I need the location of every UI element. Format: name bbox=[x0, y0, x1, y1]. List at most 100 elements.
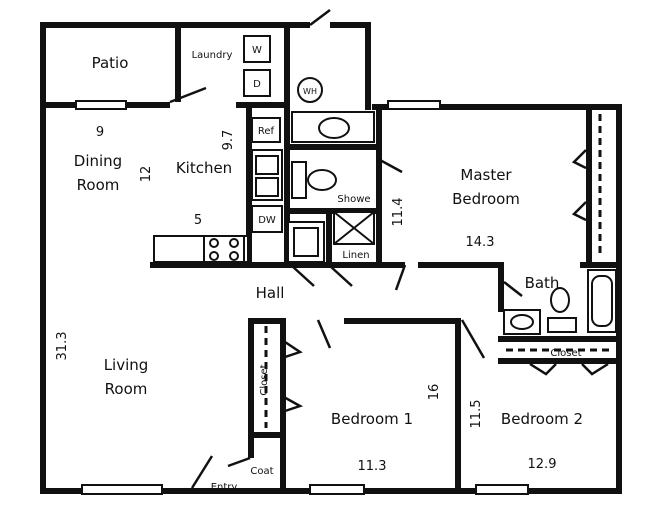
laundry-south-wall bbox=[236, 102, 288, 108]
coat-closet-west-wall bbox=[248, 318, 254, 458]
toilet-tank bbox=[291, 161, 307, 199]
dining-width-dim: 9 bbox=[96, 125, 104, 140]
kitchen-depth-dim: 9.7 bbox=[221, 130, 236, 151]
exterior-wall-west bbox=[40, 22, 46, 494]
laundry-west-wall bbox=[175, 22, 181, 102]
master-width-dim: 14.3 bbox=[466, 235, 495, 250]
kitchen-south-wall bbox=[150, 262, 290, 268]
dryer bbox=[243, 69, 271, 97]
patio-label: Patio bbox=[92, 54, 129, 72]
door-hall-bath bbox=[291, 265, 315, 287]
wall-corner bbox=[376, 104, 384, 110]
bedroom1-north-wall bbox=[344, 318, 460, 324]
washer bbox=[243, 35, 271, 63]
dining-label-line2: Room bbox=[77, 176, 120, 194]
door-master-closet-b bbox=[571, 201, 587, 222]
windows bbox=[75, 100, 529, 495]
door-bedroom1 bbox=[316, 319, 332, 349]
living-room-label-line2: Room bbox=[105, 380, 148, 398]
kitchen-label: Kitchen bbox=[176, 159, 232, 177]
burner bbox=[229, 251, 239, 261]
utility-east-wall bbox=[365, 22, 371, 110]
door-patio bbox=[169, 86, 207, 104]
bedroom1-label: Bedroom 1 bbox=[331, 410, 413, 428]
shower-x-line bbox=[333, 211, 375, 245]
bath-toilet bbox=[550, 287, 570, 313]
linen-west-wall bbox=[326, 208, 332, 266]
bath-north-wall-east bbox=[580, 262, 622, 268]
bath-toilet-tank bbox=[547, 317, 577, 333]
dryer-label: D bbox=[253, 79, 261, 90]
refrigerator-label: Ref bbox=[258, 126, 275, 137]
burner bbox=[229, 238, 239, 248]
linen-label: Linen bbox=[342, 250, 369, 261]
room-labels: Patio Laundry Dining Room Kitchen Master… bbox=[74, 50, 583, 493]
appliance-labels: W D WH Ref DW bbox=[252, 45, 317, 226]
kitchen-counter-wall bbox=[246, 108, 252, 268]
fixtures bbox=[153, 35, 617, 335]
door-bed1-closet-b bbox=[281, 394, 304, 414]
door-master-bath bbox=[379, 158, 403, 174]
burner bbox=[209, 251, 219, 261]
door-bath bbox=[503, 281, 523, 297]
dimension-labels: 9 12 9.7 5 11.4 14.3 31.3 16 11.3 11.5 1… bbox=[55, 125, 556, 474]
entry-label: Entry bbox=[211, 482, 238, 493]
door-linen bbox=[329, 265, 353, 287]
window-master bbox=[387, 100, 441, 110]
door-bed2-closet-a bbox=[529, 362, 557, 376]
master-bedroom-label-line2: Bedroom bbox=[452, 190, 520, 208]
living-depth-dim: 31.3 bbox=[55, 332, 70, 361]
bath-south-wall bbox=[498, 336, 622, 342]
bath-west-wall bbox=[498, 262, 504, 312]
refrigerator bbox=[251, 117, 281, 143]
door-bed2-closet-b bbox=[581, 362, 609, 376]
bedroom-divider-wall bbox=[455, 318, 461, 494]
dining-depth-dim: 12 bbox=[139, 166, 154, 183]
master-closet-wall bbox=[586, 110, 592, 266]
closet-south-wall bbox=[248, 432, 286, 438]
door-bedroom2 bbox=[460, 319, 486, 359]
window-bedroom2 bbox=[475, 484, 529, 495]
doors bbox=[169, 9, 609, 489]
door-coat bbox=[227, 456, 251, 468]
laundry-label: Laundry bbox=[192, 50, 233, 61]
window-bedroom1 bbox=[309, 484, 365, 495]
master-south-wall bbox=[418, 262, 498, 268]
hall-north-wall bbox=[290, 262, 405, 268]
bedroom2-label: Bedroom 2 bbox=[501, 410, 583, 428]
master-west-wall bbox=[376, 104, 382, 264]
master-north-wall bbox=[372, 104, 622, 110]
washer-label: W bbox=[252, 45, 262, 56]
master-sink bbox=[318, 117, 350, 139]
water-heater-label: WH bbox=[303, 87, 317, 96]
living-room-label-line1: Living bbox=[104, 356, 149, 374]
bed2-closet-wall bbox=[498, 358, 622, 364]
bedroom1-west-wall bbox=[280, 318, 286, 494]
bed1-closet-north-wall bbox=[248, 318, 282, 324]
bed2-closet-label: Closet bbox=[550, 348, 581, 359]
door-bed1-closet-a bbox=[281, 338, 303, 360]
hall-label: Hall bbox=[256, 284, 285, 302]
utility-north-wall bbox=[330, 22, 371, 28]
door-entry bbox=[190, 455, 214, 489]
door-utility bbox=[309, 9, 331, 26]
bedroom2-depth-dim: 11.5 bbox=[469, 400, 484, 429]
door-master-closet-a bbox=[571, 149, 587, 170]
bedroom1-width-dim: 11.3 bbox=[358, 459, 387, 474]
master-depth-dim: 11.4 bbox=[391, 198, 406, 227]
bath-shower-divider bbox=[288, 144, 380, 150]
closet-rods bbox=[264, 114, 614, 428]
window-dining bbox=[75, 100, 127, 110]
bedroom2-width-dim: 12.9 bbox=[528, 457, 557, 472]
bed1-closet-label: Closet bbox=[259, 364, 270, 395]
tub-inner bbox=[293, 227, 319, 257]
dishwasher-label: DW bbox=[258, 215, 276, 226]
master-bedroom-label-line1: Master bbox=[460, 166, 512, 184]
window-living bbox=[81, 484, 163, 495]
sink-basin-b bbox=[255, 177, 279, 197]
sink-basin-a bbox=[255, 155, 279, 175]
exterior-wall-east bbox=[616, 104, 622, 494]
kitchen-east-wall bbox=[284, 22, 290, 267]
bedroom1-depth-dim: 16 bbox=[427, 384, 442, 401]
